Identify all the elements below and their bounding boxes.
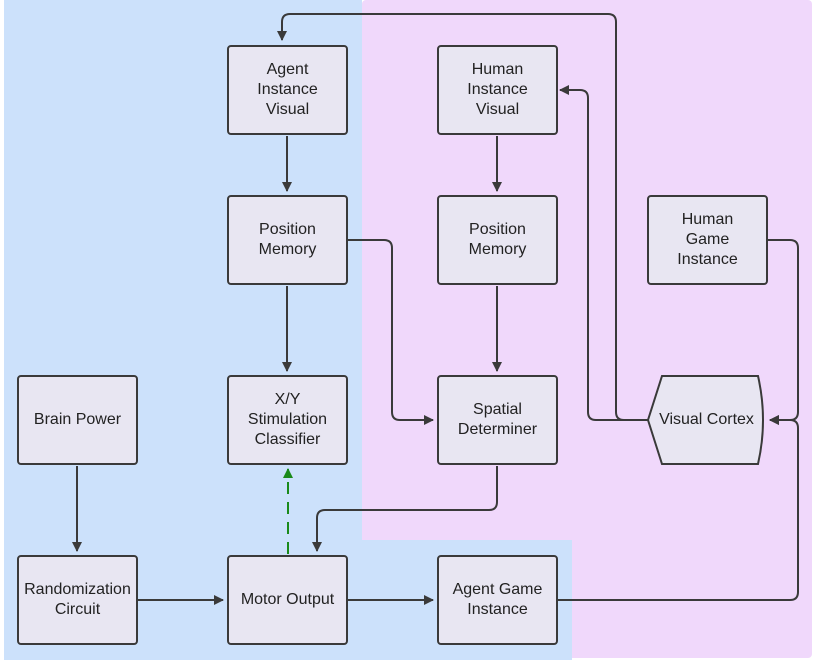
connector-spatial-to-motor	[312, 466, 498, 552]
human-game-instance-label: Human Game Instance	[677, 211, 738, 268]
connector-agent-memory-to-spatial	[348, 239, 434, 425]
visual-cortex-node: Visual Cortex	[648, 376, 765, 464]
connector-cortex-to-agent-visual	[277, 13, 648, 421]
connector-cortex-to-human-visual	[559, 85, 648, 421]
position-memory-agent-node: Position Memory	[227, 195, 348, 285]
motor-output-label: Motor Output	[240, 591, 335, 608]
xy-stimulation-classifier-node: X/Y Stimulation Classifier	[227, 375, 348, 465]
agent-game-instance-label: Agent Game Instance	[452, 581, 543, 618]
randomization-circuit-label: Randomization Circuit	[24, 581, 131, 618]
human-instance-visual-label: Human Instance Visual	[467, 61, 528, 118]
position-memory-agent-label: Position Memory	[258, 221, 317, 258]
agent-instance-visual-label: Agent Instance Visual	[257, 61, 318, 118]
human-game-instance-node: Human Game Instance	[647, 195, 768, 285]
motor-output-node: Motor Output	[227, 555, 348, 645]
spatial-determiner-node: Spatial Determiner	[437, 375, 558, 465]
brain-power-node: Brain Power	[17, 375, 138, 465]
randomization-circuit-node: Randomization Circuit	[17, 555, 138, 645]
visual-cortex-label: Visual Cortex	[659, 411, 754, 428]
agent-instance-visual-node: Agent Instance Visual	[227, 45, 348, 135]
agent-game-instance-node: Agent Game Instance	[437, 555, 558, 645]
brain-power-label: Brain Power	[33, 411, 122, 428]
position-memory-human-node: Position Memory	[437, 195, 558, 285]
human-instance-visual-node: Human Instance Visual	[437, 45, 558, 135]
spatial-determiner-label: Spatial Determiner	[457, 401, 538, 438]
connector-human-game-to-cortex	[768, 239, 799, 425]
position-memory-human-label: Position Memory	[468, 221, 527, 258]
visual-cortex-shape	[646, 375, 764, 465]
xy-stimulation-classifier-label: X/Y Stimulation Classifier	[247, 391, 328, 448]
